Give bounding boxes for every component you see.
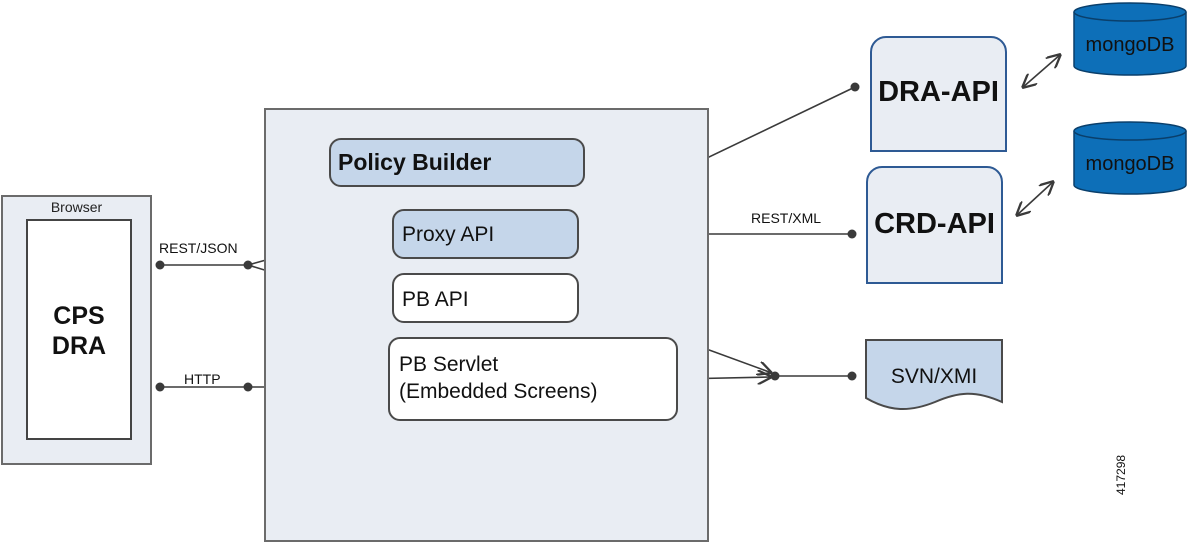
browser-title: Browser <box>50 199 103 215</box>
pb-servlet-label: PB Servlet <box>399 353 499 376</box>
policy-builder-title: Policy Builder <box>329 138 585 187</box>
mongodb-label-2: mongoDB <box>1085 153 1175 175</box>
crd-api-box: CRD-API <box>866 166 1003 284</box>
cps-dra-label: CPS DRA <box>28 301 130 361</box>
figure-id: 417298 <box>1114 454 1128 495</box>
dra-label: DRA <box>51 332 107 360</box>
rest-xml-label: REST/XML <box>751 210 822 226</box>
pb-servlet-sublabel: (Embedded Screens) <box>399 380 598 403</box>
svn-xmi-label: SVN/XMI <box>890 365 978 388</box>
dra-api-box: DRA-API <box>870 36 1007 152</box>
mongodb-cylinder-2 <box>1073 121 1187 195</box>
http-label: HTTP <box>184 371 221 387</box>
pb-api-box: PB API <box>392 273 579 323</box>
svn-xmi-shape <box>865 339 1003 411</box>
proxy-api-box: Proxy API <box>392 209 579 259</box>
mongodb-label-1: mongoDB <box>1085 34 1175 56</box>
browser-content: CPS DRA <box>26 219 132 440</box>
browser-window: Browser CPS DRA <box>1 195 152 465</box>
mongodb-cylinder-1 <box>1073 2 1187 76</box>
cps-label: CPS <box>53 302 105 330</box>
pb-servlet-box: PB Servlet (Embedded Screens) <box>388 337 678 421</box>
rest-json-label: REST/JSON <box>159 240 238 256</box>
